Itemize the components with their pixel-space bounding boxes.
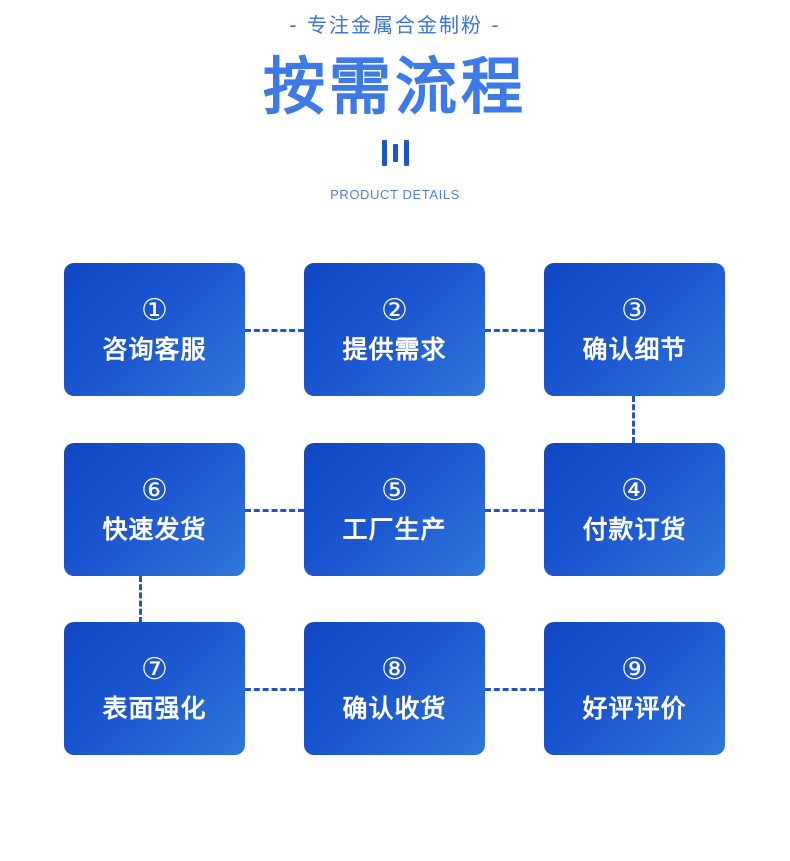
flow-step-card[interactable]: ⑥ 快速发货 bbox=[64, 443, 245, 576]
step-number: ④ bbox=[621, 472, 648, 508]
process-flow-diagram: ① 咨询客服 ② 提供需求 ③ 确认细节 ⑥ 快速发货 ⑤ 工 bbox=[0, 263, 790, 763]
flow-row-3: ⑦ 表面强化 ⑧ 确认收货 ⑨ 好评评价 bbox=[0, 622, 790, 755]
step-number: ③ bbox=[621, 292, 648, 328]
step-label: 付款订货 bbox=[582, 514, 687, 544]
step-number: ① bbox=[141, 292, 168, 328]
step-number: ⑨ bbox=[621, 651, 648, 687]
step-number: ⑥ bbox=[141, 472, 168, 508]
connector-vertical bbox=[632, 396, 635, 443]
step-label: 确认收货 bbox=[342, 693, 447, 723]
page-title: 按需流程 bbox=[262, 50, 527, 123]
flow-step-card[interactable]: ⑨ 好评评价 bbox=[544, 622, 725, 755]
flow-step-card[interactable]: ② 提供需求 bbox=[304, 263, 485, 396]
flow-step-card[interactable]: ⑦ 表面强化 bbox=[64, 622, 245, 755]
page-kicker: PRODUCT DETAILS bbox=[330, 187, 460, 202]
flow-step-card[interactable]: ① 咨询客服 bbox=[64, 263, 245, 396]
step-number: ② bbox=[381, 292, 408, 328]
connector-horizontal bbox=[485, 688, 544, 691]
step-number: ⑤ bbox=[381, 472, 408, 508]
step-label: 工厂生产 bbox=[342, 514, 447, 544]
connector-horizontal bbox=[485, 329, 544, 332]
bar-middle-icon bbox=[392, 144, 398, 162]
step-number: ⑦ bbox=[141, 651, 168, 687]
connector-vertical bbox=[139, 576, 142, 623]
step-label: 好评评价 bbox=[582, 693, 687, 723]
page-header: - 专注金属合金制粉 - 按需流程 PRODUCT DETAILS bbox=[0, 0, 790, 204]
bar-left-icon bbox=[381, 140, 387, 166]
flow-step-card[interactable]: ⑧ 确认收货 bbox=[304, 622, 485, 755]
flow-step-card[interactable]: ③ 确认细节 bbox=[544, 263, 725, 396]
step-label: 咨询客服 bbox=[102, 334, 207, 364]
step-number: ⑧ bbox=[381, 651, 408, 687]
flow-step-card[interactable]: ④ 付款订货 bbox=[544, 443, 725, 576]
step-label: 确认细节 bbox=[582, 334, 687, 364]
bar-right-icon bbox=[403, 140, 409, 166]
three-vertical-bars-icon bbox=[0, 140, 790, 166]
connector-horizontal bbox=[245, 329, 304, 332]
flow-row-2: ⑥ 快速发货 ⑤ 工厂生产 ④ 付款订货 bbox=[0, 443, 790, 576]
connector-horizontal bbox=[245, 509, 304, 512]
connector-horizontal bbox=[245, 688, 304, 691]
connector-horizontal bbox=[485, 509, 544, 512]
flow-step-card[interactable]: ⑤ 工厂生产 bbox=[304, 443, 485, 576]
step-label: 提供需求 bbox=[342, 334, 447, 364]
step-label: 快速发货 bbox=[102, 514, 207, 544]
flow-row-1: ① 咨询客服 ② 提供需求 ③ 确认细节 bbox=[0, 263, 790, 396]
page-eyebrow: - 专注金属合金制粉 - bbox=[289, 13, 501, 37]
step-label: 表面强化 bbox=[102, 693, 207, 723]
